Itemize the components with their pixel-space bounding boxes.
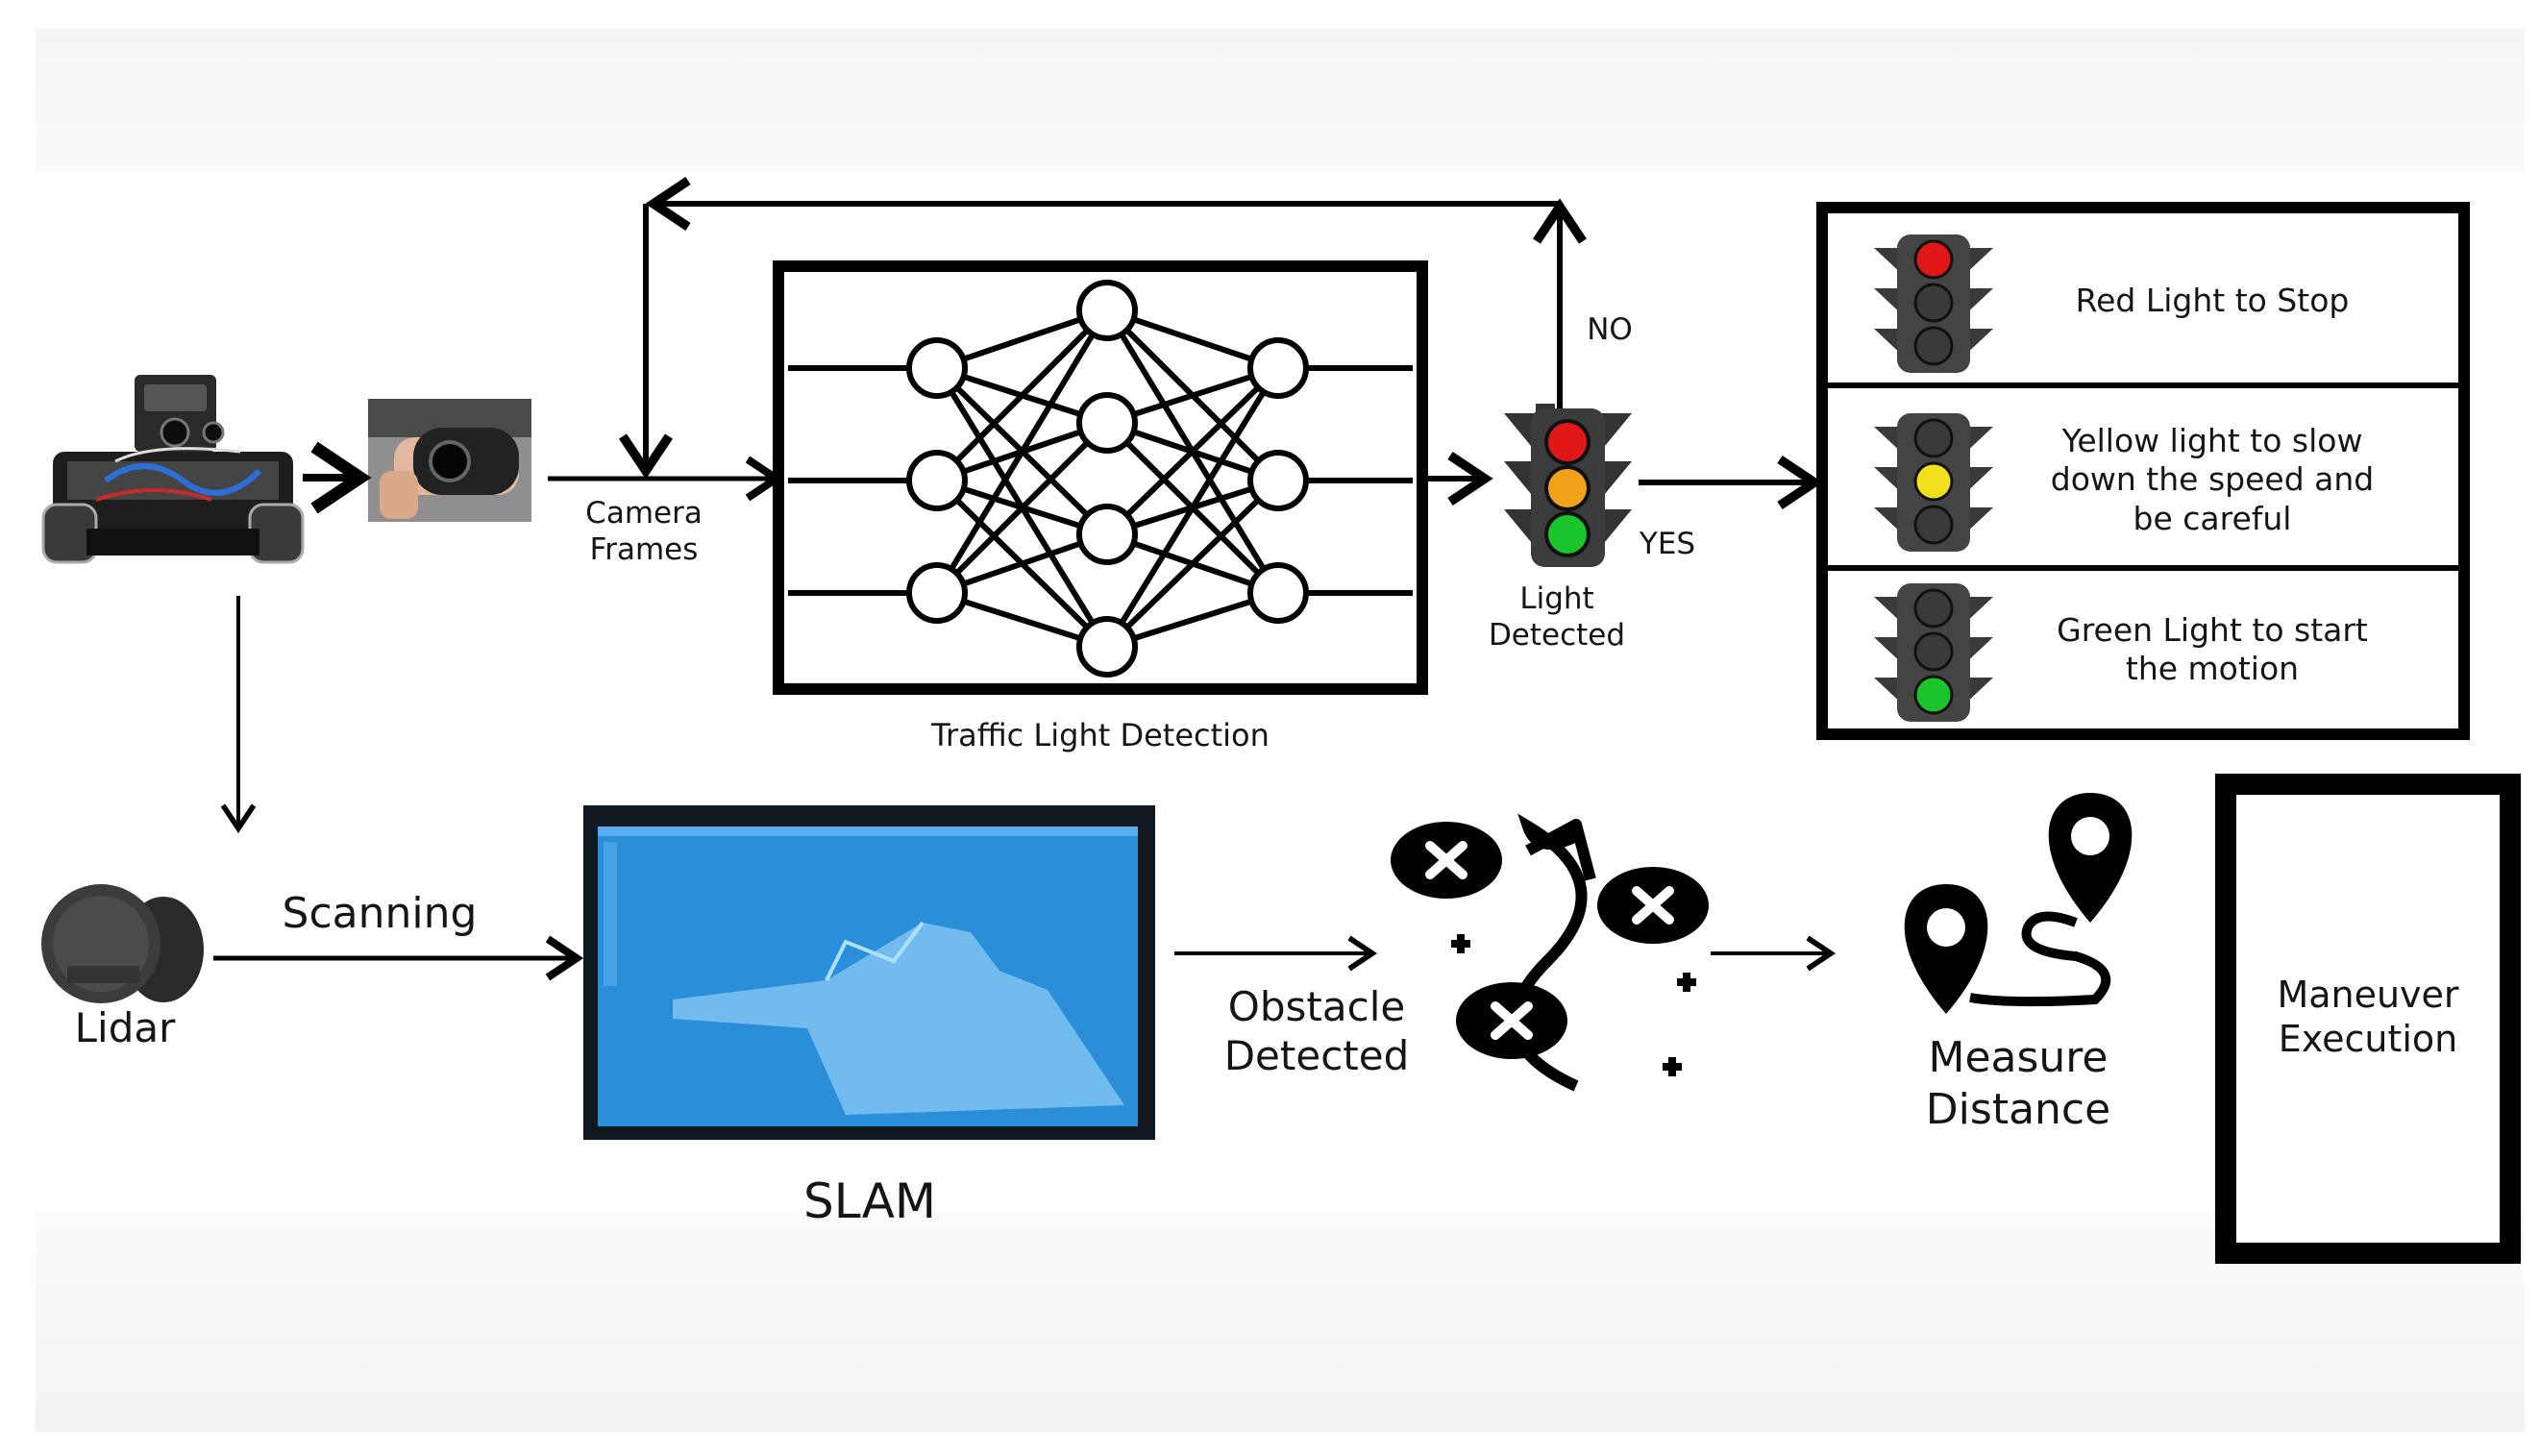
maneuver-execution-box: Maneuver Execution: [2215, 774, 2521, 1264]
nn-node: [1247, 450, 1309, 511]
legend-lamp: [1913, 239, 1954, 280]
legend-lamp: [1913, 326, 1954, 366]
legend-lamp: [1913, 283, 1954, 323]
legend-lamp: [1913, 631, 1954, 672]
traffic-light-icon: [1504, 404, 1632, 567]
top-background-band: [36, 29, 2525, 173]
nn-node: [1247, 562, 1309, 624]
nn-edge: [1104, 365, 1281, 537]
scanning-label: Scanning: [282, 889, 478, 938]
legend-row: Green Light to start the motion: [1828, 571, 2458, 728]
camera-frames-label: Camera Frames: [585, 496, 703, 567]
lidar-label: Lidar: [74, 1004, 176, 1051]
maneuver-execution-label: Maneuver Execution: [2277, 974, 2459, 1061]
legend-lamp: [1913, 461, 1954, 502]
bottom-background-band: [36, 1211, 2525, 1432]
nn-node: [1076, 616, 1138, 678]
legend-traffic-light-icon: [1874, 413, 1993, 552]
legend-traffic-light-icon: [1874, 583, 1993, 722]
legend-lamp: [1913, 588, 1954, 629]
yes-label: YES: [1639, 527, 1696, 561]
legend-row: Red Light to Stop: [1828, 213, 2458, 388]
nn-edge: [934, 420, 1110, 596]
legend-lamp: [1913, 505, 1954, 545]
no-label: NO: [1587, 312, 1633, 347]
feedback-loop-arrow: [619, 177, 1587, 480]
nn-node: [906, 562, 968, 624]
slam-label: SLAM: [802, 1173, 937, 1229]
nn-node: [906, 337, 968, 399]
legend-lamp: [1913, 418, 1954, 458]
nn-node: [906, 450, 968, 511]
traffic-light-detection-label: Traffic Light Detection: [931, 717, 1270, 753]
legend-row: Yellow light to slow down the speed and …: [1828, 388, 2458, 571]
neural-network-nodes: [906, 280, 1309, 678]
nn-edge: [934, 308, 1110, 595]
light-detected-label: Light Detected: [1488, 581, 1626, 653]
measure-distance-label: Measure Distance: [1925, 1033, 2111, 1134]
nn-node: [1076, 392, 1138, 454]
slam-monitor-image: [583, 805, 1155, 1140]
robot-car-image: [41, 375, 305, 564]
nn-edge: [934, 308, 1110, 483]
legend-traffic-light-icon: [1874, 234, 1993, 373]
nn-edge: [1104, 366, 1281, 649]
nn-node: [1076, 504, 1138, 565]
legend-text: Green Light to start the motion: [2057, 611, 2368, 688]
legend-lamp: [1913, 675, 1954, 715]
legend-text: Red Light to Stop: [2075, 282, 2350, 319]
legend-text: Yellow light to slow down the speed and …: [2050, 422, 2375, 537]
nn-node: [1076, 280, 1138, 341]
lidar-device-image: [41, 884, 204, 1003]
webcam-image: [368, 399, 531, 522]
obstacle-avoidance-icon: [1391, 813, 1709, 1092]
obstacle-detected-label: Obstacle Detected: [1223, 983, 1410, 1080]
nn-node: [1247, 337, 1309, 399]
nn-edge: [1104, 478, 1281, 650]
measure-distance-icon: [1904, 793, 2133, 1014]
